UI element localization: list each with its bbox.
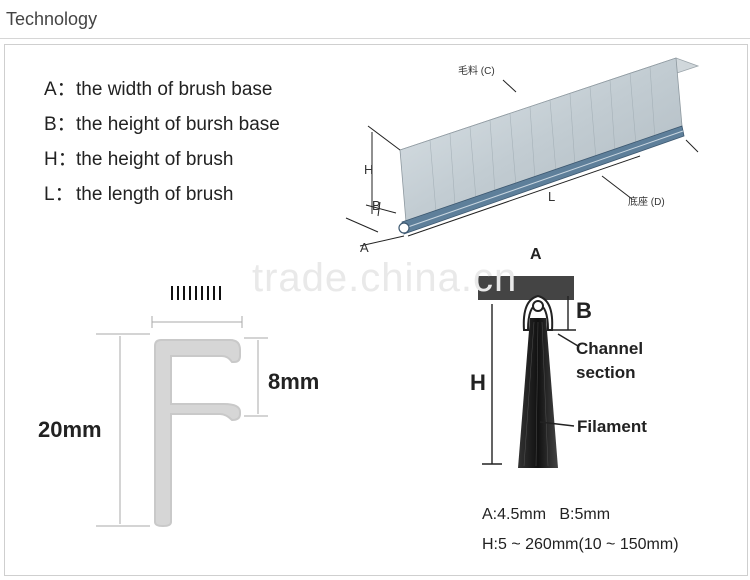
definition-l: L：the length of brush [44, 183, 280, 218]
filament-label: Filament [577, 417, 647, 436]
definition-key: L： [44, 184, 74, 205]
definitions-list: A：the width of brush base B：the height o… [44, 78, 280, 218]
watermark: trade.china.cn [252, 256, 518, 300]
filament-bundle [518, 318, 558, 468]
section-b-label: B [576, 298, 592, 323]
brush-base-end [398, 222, 410, 234]
profile-height-label: 20mm [38, 417, 102, 442]
profile-channel-label: 8mm [268, 369, 320, 394]
top-dimension-bar [478, 276, 574, 300]
brush-l-label: L [548, 189, 556, 204]
definition-key: B： [44, 114, 76, 135]
channel-section [522, 294, 554, 331]
definition-b: B：the height of bursh base [44, 113, 280, 148]
definition-key: A： [44, 79, 76, 100]
definition-text: the length of brush [76, 184, 234, 205]
channel-label-line-1: Channel [576, 339, 644, 358]
channel-core [532, 300, 544, 312]
definition-a: A：the width of brush base [44, 78, 280, 113]
base-label: 底座 (D) [628, 197, 665, 208]
section-title: Technology [6, 9, 98, 29]
content-frame [4, 44, 748, 576]
definition-text: the height of brush [76, 149, 234, 170]
spec-line-1: A:4.5mm B:5mm [482, 506, 611, 523]
definition-text: the height of bursh base [76, 114, 280, 135]
profile-shape [154, 339, 241, 528]
bristle-label: 毛料 (C) [458, 66, 495, 77]
brush-h-label: H [364, 162, 374, 177]
spec-line-2: H:5 ~ 260mm(10 ~ 150mm) [482, 536, 679, 553]
section-h-label: H [470, 370, 486, 395]
profile-drawing [96, 286, 268, 528]
section-a-label: A [530, 246, 542, 263]
brush-3d-drawing [345, 57, 700, 247]
section-header: Technology [0, 0, 750, 39]
definition-key: H： [44, 149, 77, 170]
channel-label-line-2: section [576, 363, 636, 382]
definition-h: H：the height of brush [44, 148, 280, 183]
brush-b-label: B [372, 198, 381, 213]
brush-a-label: A [360, 240, 369, 255]
definition-text: the width of brush base [76, 79, 273, 100]
cross-section-drawing [478, 276, 579, 468]
